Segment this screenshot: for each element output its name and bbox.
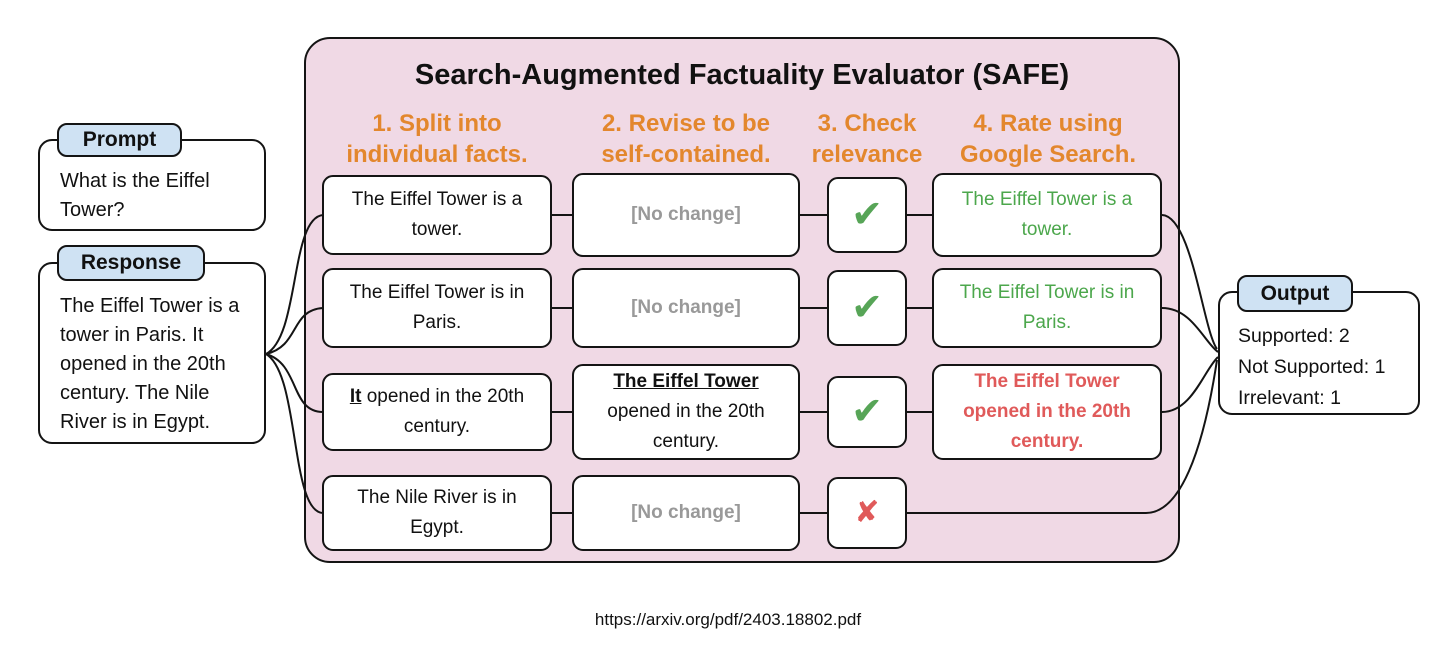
wire-row1-output (1161, 214, 1218, 350)
wire-row3-output (1161, 356, 1219, 413)
rating-box-3: The Eiffel Tower opened in the 20th cent… (932, 364, 1162, 460)
fact-box-4: The Nile River is in Egypt. (322, 475, 552, 551)
fact-emphasis: It (349, 386, 362, 407)
relevance-box-2: ✔ (827, 270, 907, 346)
check-icon: ✔ (851, 194, 883, 236)
check-icon: ✔ (851, 287, 883, 329)
wire-response-row2 (265, 307, 324, 355)
wire-row2-output (1161, 307, 1219, 353)
relevance-box-3: ✔ (827, 376, 907, 448)
output-line: Supported: 2 (1238, 325, 1350, 347)
fact-box-2: The Eiffel Tower is in Paris. (322, 268, 552, 348)
relevance-box-1: ✔ (827, 177, 907, 253)
revision-emphasis: The Eiffel Tower (613, 371, 759, 392)
relevance-box-4: ✘ (827, 477, 907, 549)
step-3-header: 3. Check relevance (811, 110, 923, 168)
output-line: Irrelevant: 1 (1238, 387, 1341, 409)
arxiv-url: https://arxiv.org/pdf/2403.18802.pdf (594, 610, 862, 629)
step-2-header: 2. Revise to be self-contained. (601, 110, 771, 168)
step-1-header: 1. Split into individual facts. (346, 110, 528, 168)
response-text: The Eiffel Tower is a tower in Paris. It… (60, 295, 240, 433)
rating-box-1: The Eiffel Tower is a tower. (932, 173, 1162, 257)
response-box: The Eiffel Tower is a tower in Paris. It… (38, 262, 266, 444)
step-4-header: 4. Rate using Google Search. (959, 110, 1137, 168)
revision-box-1: [No change] (572, 173, 800, 257)
cross-icon: ✘ (854, 496, 880, 529)
wire-row4-output (907, 359, 1218, 514)
response-label: Response (57, 245, 205, 281)
prompt-text: What is the Eiffel Tower? (60, 170, 210, 221)
revision-box-4: [No change] (572, 475, 800, 551)
check-icon: ✔ (851, 391, 883, 433)
revision-box-2: [No change] (572, 268, 800, 348)
revision-box-3: The Eiffel Tower opened in the 20th cent… (572, 364, 800, 460)
rating-box-2: The Eiffel Tower is in Paris. (932, 268, 1162, 348)
wire-response-row1 (265, 214, 324, 355)
safe-title: Search-Augmented Factuality Evaluator (S… (414, 59, 1070, 91)
prompt-label: Prompt (57, 123, 182, 157)
output-line: Not Supported: 1 (1238, 356, 1386, 378)
wire-response-row4 (265, 353, 324, 514)
fact-box-1: The Eiffel Tower is a tower. (322, 175, 552, 255)
output-label: Output (1237, 275, 1353, 312)
fact-box-3: It opened in the 20th century. (322, 373, 552, 451)
wire-response-row3 (265, 353, 324, 413)
